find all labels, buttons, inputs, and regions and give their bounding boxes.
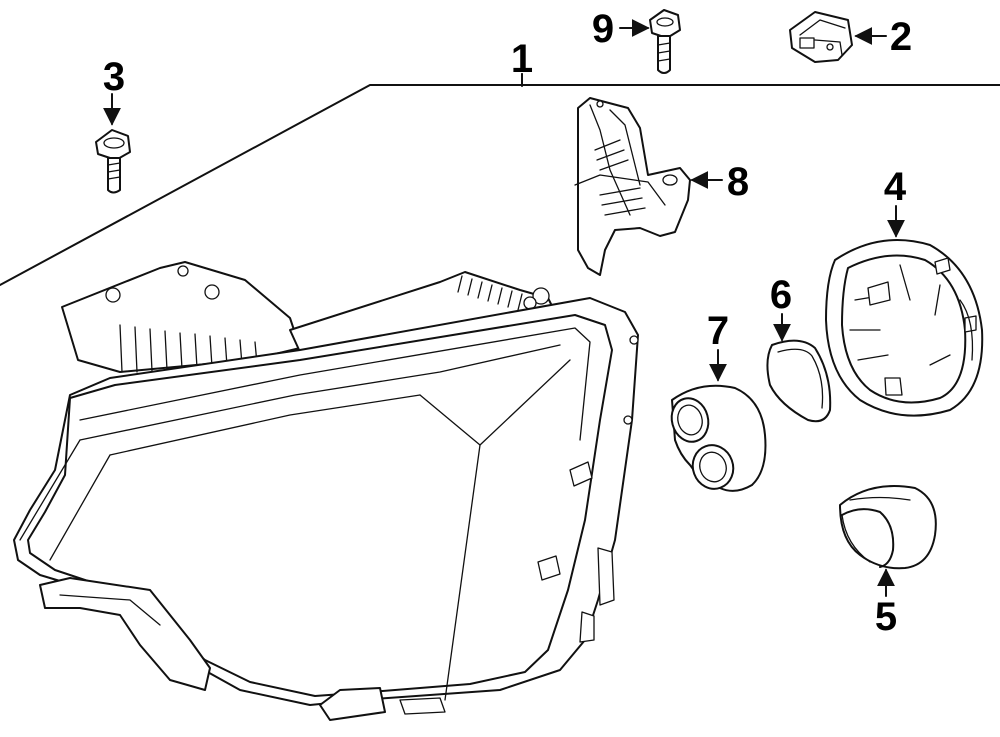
headlamp-assembly[interactable] <box>13 261 639 721</box>
part-7-bulb-holder[interactable] <box>667 384 767 495</box>
callout-7: 7 <box>707 309 729 353</box>
part-2-clip[interactable] <box>789 11 853 63</box>
callout-9: 9 <box>592 7 614 51</box>
callout-2: 2 <box>890 15 912 59</box>
part-8-bracket[interactable] <box>574 97 691 276</box>
callout-8: 8 <box>727 160 749 204</box>
callout-3: 3 <box>103 55 125 99</box>
part-3-bolt[interactable] <box>95 129 131 194</box>
callout-leaders <box>103 19 905 597</box>
assembly-bracket-line <box>0 73 1000 286</box>
callout-4: 4 <box>884 165 907 209</box>
callout-1: 1 <box>511 37 533 81</box>
part-5-bulb-cap[interactable] <box>839 485 937 570</box>
part-4-socket-ring[interactable] <box>825 239 984 417</box>
callout-5: 5 <box>875 595 897 639</box>
callout-6: 6 <box>770 273 792 317</box>
part-6-gasket[interactable] <box>766 339 832 423</box>
part-9-bolt[interactable] <box>649 9 681 74</box>
